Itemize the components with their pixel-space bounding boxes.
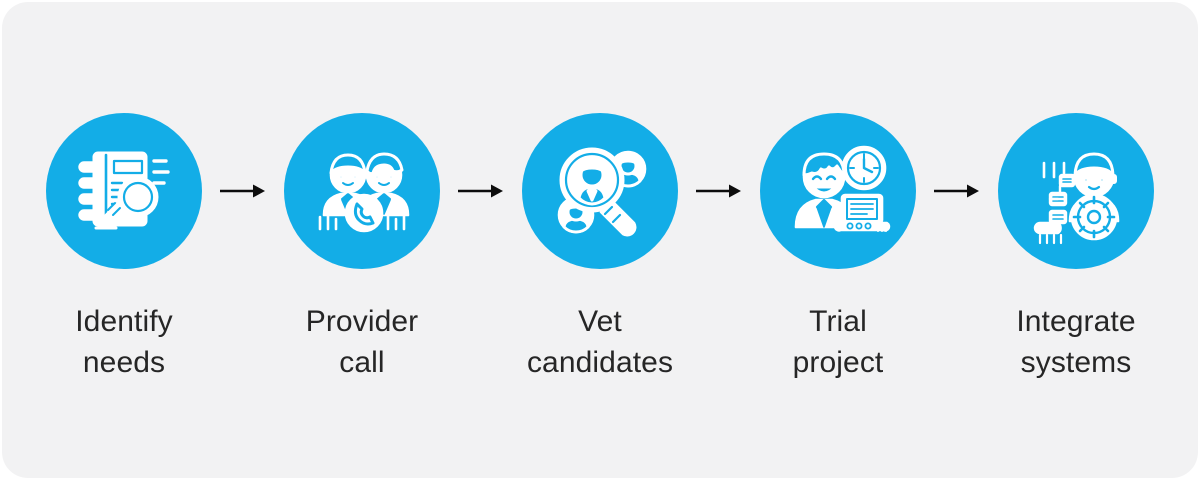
process-step-integrate-systems[interactable]: Integrate systems [985,113,1167,383]
notebook-magnifier-icon [68,135,180,247]
step-label: Provider call [305,305,419,379]
arrow-right-icon [458,182,504,200]
step-icon-circle [46,113,202,269]
step-label: Identify needs [75,305,173,379]
process-step-identify-needs[interactable]: Identify needs [33,113,215,383]
process-step-provider-call[interactable]: Provider call [271,113,453,383]
arrow-right-icon [696,182,742,200]
step-icon-circle [522,113,678,269]
step-label: Trial project [792,305,884,379]
arrow-right-icon [934,182,980,200]
flow-connector-1 [215,113,271,269]
person-gear-flowchart-icon [1020,135,1132,247]
process-step-trial-project[interactable]: Trial project [747,113,929,383]
flow-connector-2 [453,113,509,269]
step-label: Vet candidates [526,305,674,379]
flow-connector-4 [929,113,985,269]
step-label: Integrate systems [1016,305,1136,379]
step-icon-circle [284,113,440,269]
flow-connector-3 [691,113,747,269]
arrow-right-icon [220,182,266,200]
person-laptop-clock-icon [782,135,894,247]
step-icon-circle [760,113,916,269]
magnifier-people-icon [544,135,656,247]
step-icon-circle [998,113,1154,269]
two-people-phone-icon [306,135,418,247]
process-step-vet-candidates[interactable]: Vet candidates [509,113,691,383]
